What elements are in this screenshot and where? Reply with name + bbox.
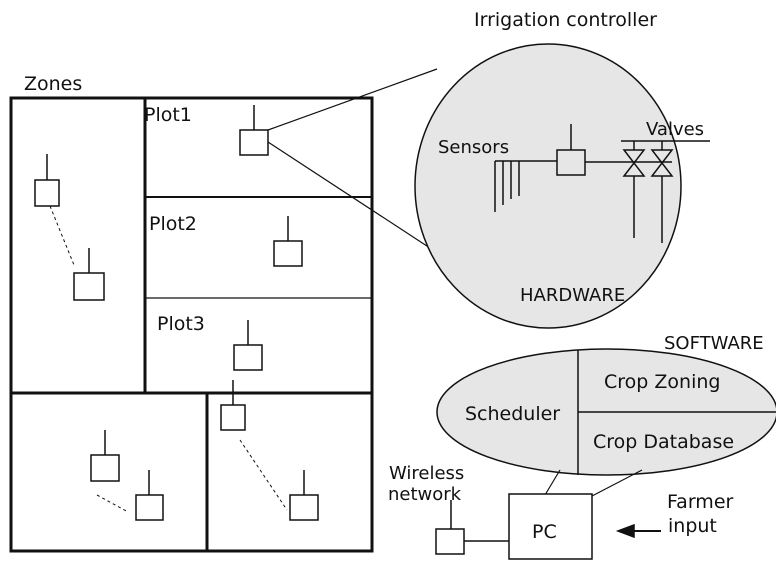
valves-label: Valves (646, 119, 704, 140)
zones-field-border (9, 96, 374, 553)
plot2-label: Plot2 (149, 213, 197, 235)
wireless-network-node (435, 500, 509, 555)
wireless-link-bottom-left (96, 494, 129, 513)
wireless-label-line1: Wireless (389, 463, 464, 484)
zones-label: Zones (24, 73, 82, 95)
software-label: SOFTWARE (664, 333, 764, 354)
valve-1-icon (622, 141, 646, 238)
wireless-link-bottom-right (239, 439, 288, 511)
sensor-node-bottom-right-a (220, 380, 246, 431)
sensor-node-plot3 (233, 320, 263, 371)
connector-pc-software-right (591, 469, 643, 497)
farmer-label-line1: Farmer (667, 491, 734, 513)
sensor-node-plot1 (239, 105, 269, 156)
scheduler-label: Scheduler (465, 403, 560, 425)
sensor-node-left-zone-a (34, 154, 60, 207)
sensor-node-bottom-right-b (289, 470, 319, 521)
wireless-link-left-zone (49, 205, 75, 266)
sensor-probes (494, 160, 557, 212)
sensor-node-bottom-left-b (135, 470, 164, 521)
sensor-node-bottom-left-a (90, 430, 120, 482)
crop-zoning-label: Crop Zoning (604, 371, 720, 393)
valve-2-icon (650, 141, 674, 243)
farmer-label-line2: input (668, 515, 717, 537)
sensors-label: Sensors (438, 137, 509, 158)
plot3-label: Plot3 (157, 313, 205, 335)
irrigation-controller-ellipse (414, 43, 682, 329)
pc-label: PC (532, 521, 557, 543)
zoom-line-top (267, 68, 438, 131)
plot1-label: Plot1 (144, 104, 192, 126)
irrigation-controller-label: Irrigation controller (474, 9, 657, 31)
crop-database-label: Crop Database (593, 431, 734, 453)
sensor-node-left-zone-b (73, 248, 105, 301)
wireless-label-line2: network (388, 484, 462, 505)
farmer-input-arrow-icon (615, 523, 661, 539)
hardware-label: HARDWARE (520, 285, 625, 306)
sensor-node-plot2 (273, 216, 303, 267)
pc-box (508, 493, 593, 560)
